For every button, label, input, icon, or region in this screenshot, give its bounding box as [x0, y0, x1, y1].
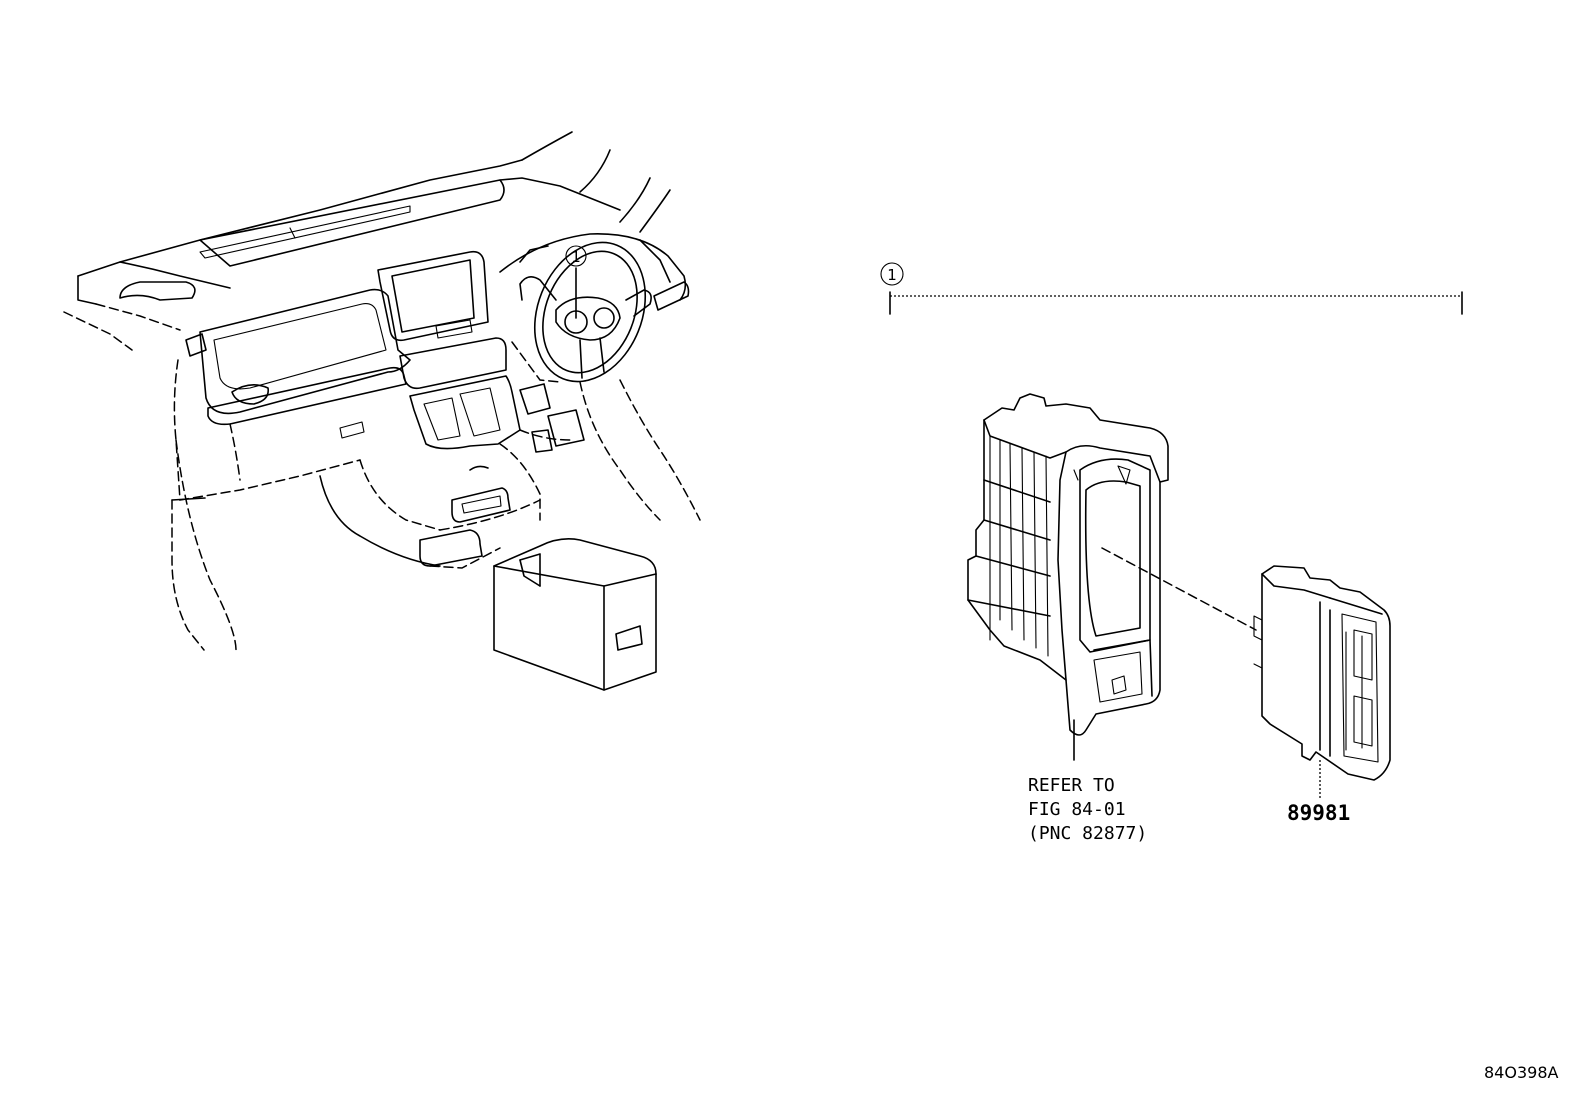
callout-number-left: 1	[571, 248, 581, 266]
bracket-reference-line-2: FIG 84-01	[1028, 799, 1126, 820]
bracket-reference-line-3: (PNC 82877)	[1028, 823, 1147, 844]
illustration-code: 84O398A	[1484, 1063, 1558, 1082]
control-module	[1253, 565, 1391, 781]
callout-number-right: 1	[887, 266, 897, 284]
bracket-reference-line-1: REFER TO	[1028, 775, 1115, 796]
instrument-panel-illustration: 1	[63, 131, 701, 691]
group-bracket: 1	[880, 262, 1463, 315]
junction-block-bracket	[967, 393, 1169, 761]
module-part-number: 89981	[1287, 801, 1350, 825]
install-direction-line	[1101, 547, 1257, 631]
